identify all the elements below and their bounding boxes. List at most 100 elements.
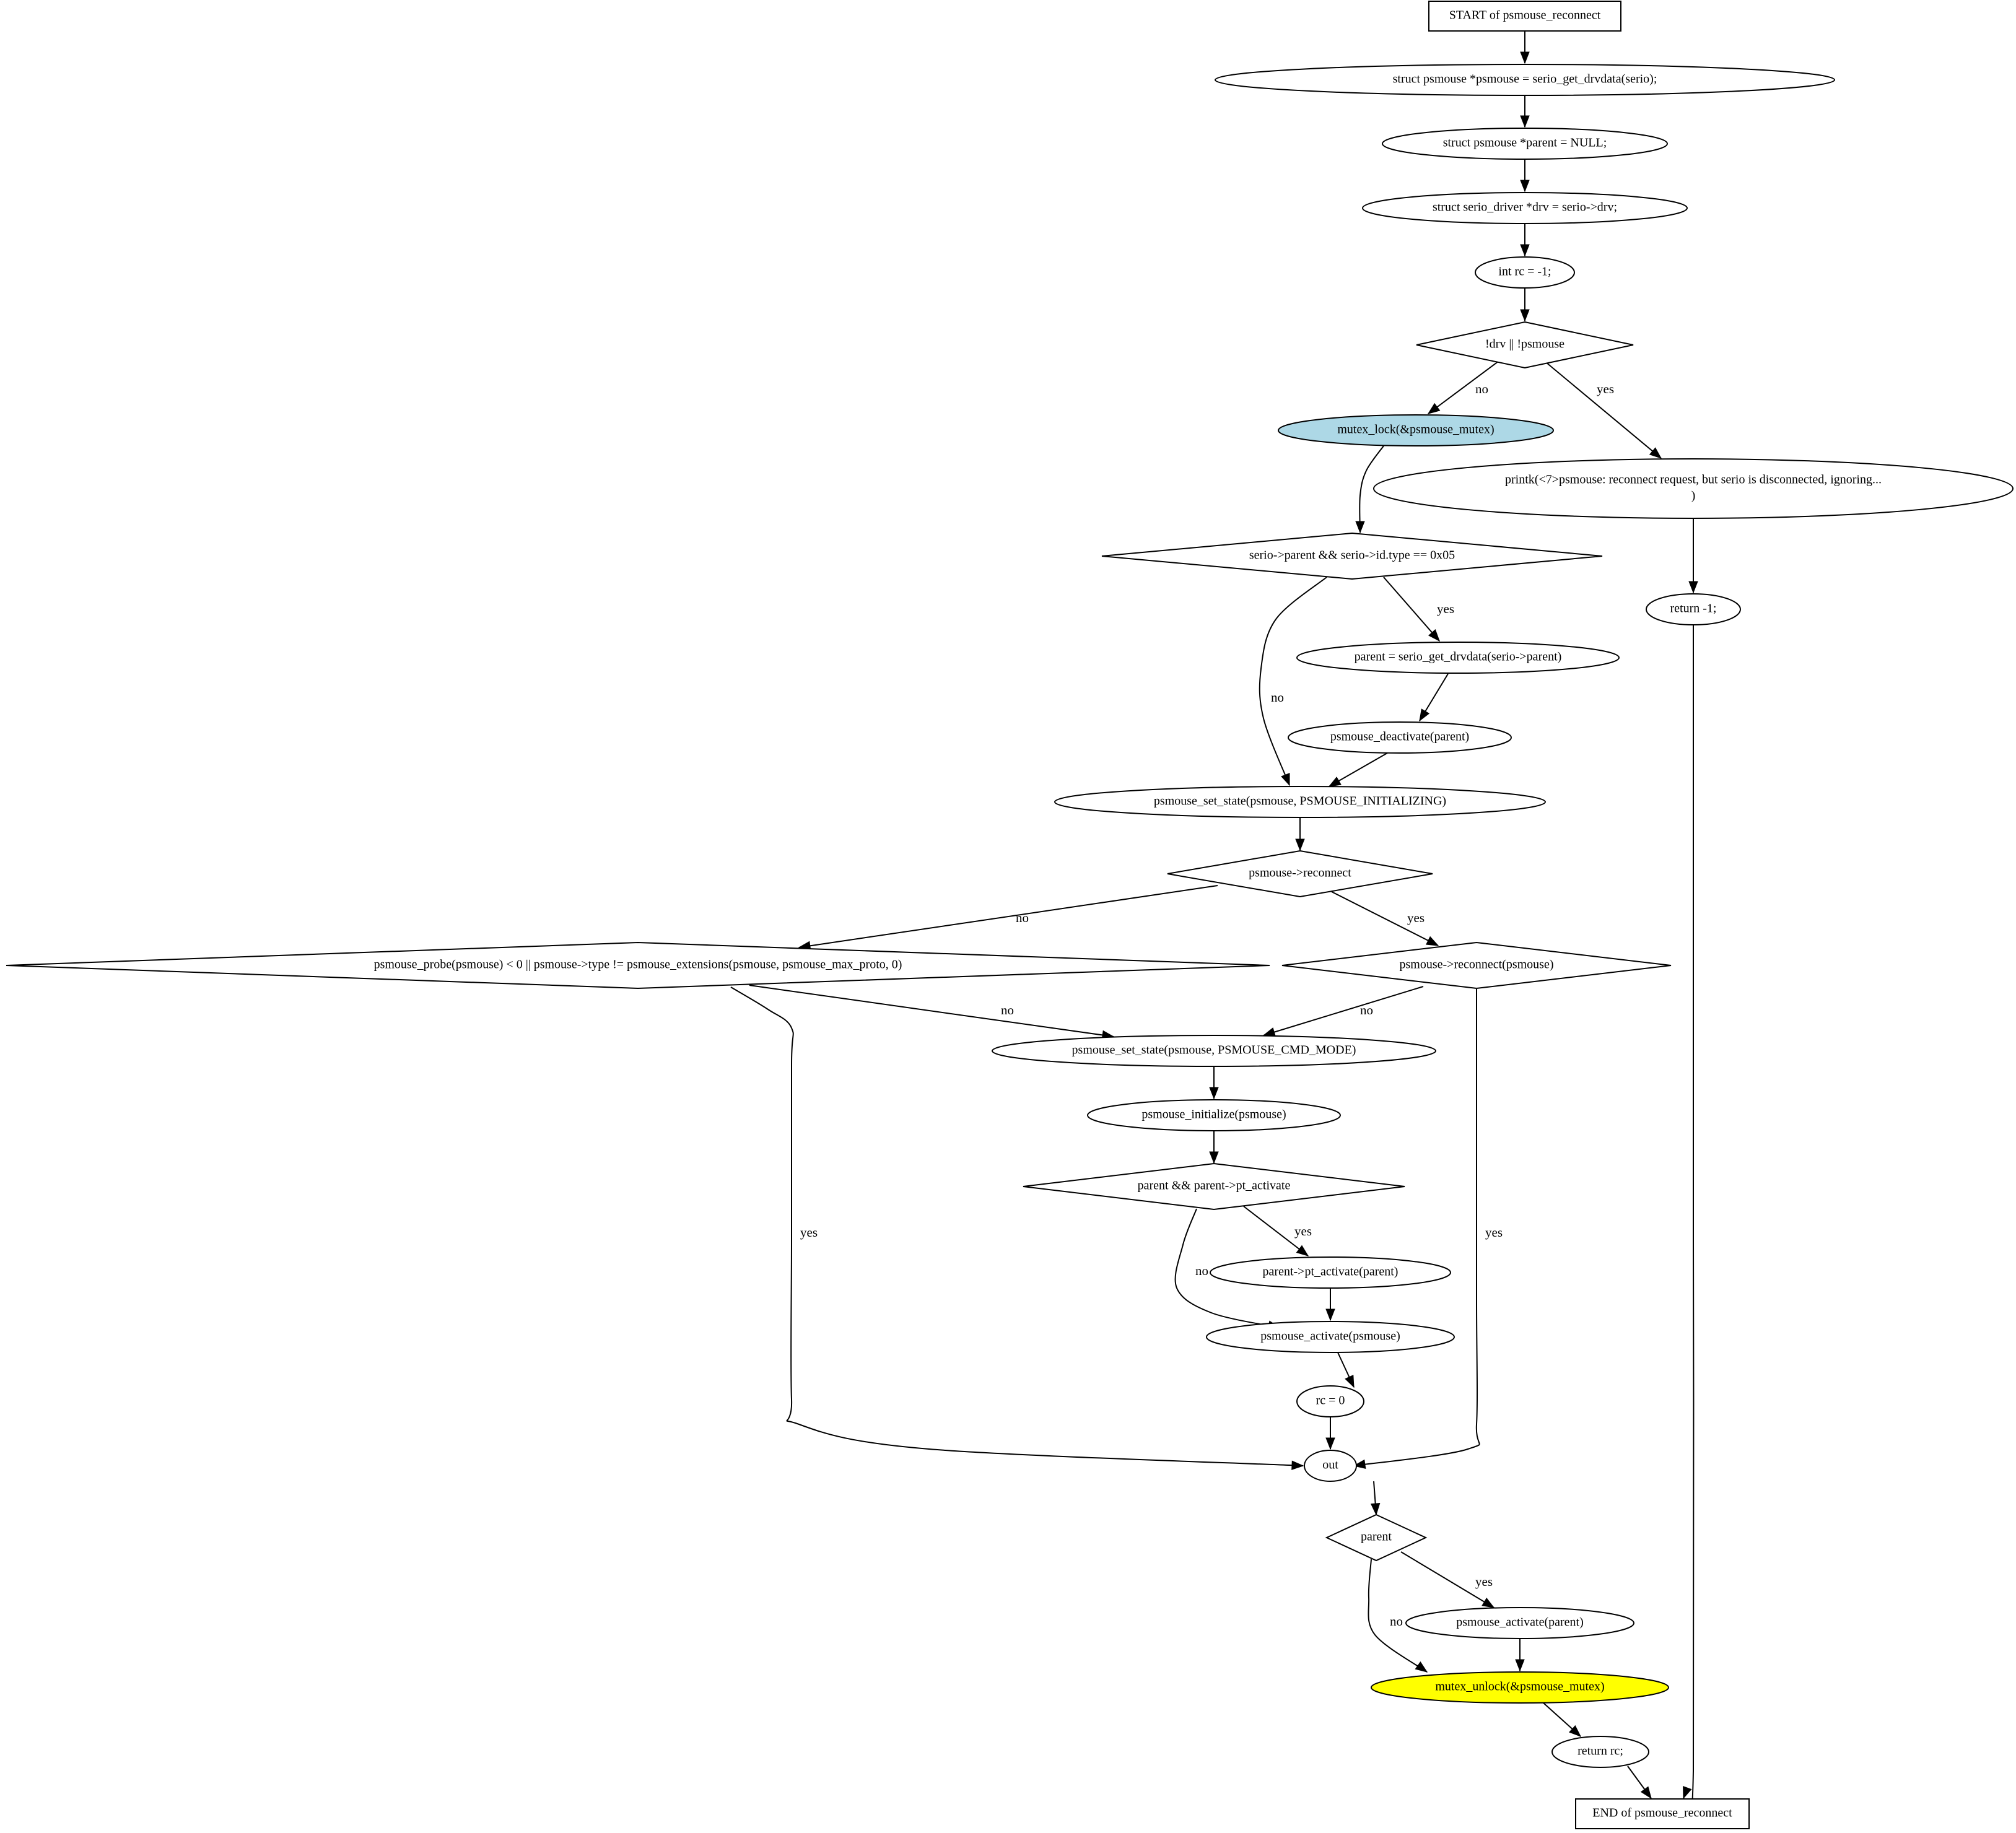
node-n_pt_activate: parent->pt_activate(parent) [1210,1256,1451,1289]
arrowhead [1345,1374,1355,1388]
arrowhead [1426,936,1439,946]
diamond-shape [1281,941,1672,990]
ellipse-shape [1382,128,1668,160]
node-label: psmouse_activate(parent) [1456,1616,1583,1629]
edge-label-no: no [1475,381,1488,396]
edge-line [749,985,1114,1037]
ellipse-shape [1362,192,1688,224]
edge-n_drv-to-n_rc [1520,224,1530,257]
node-label: START of psmouse_reconnect [1449,9,1601,22]
box-shape [1575,1798,1750,1829]
edge-label-yes: yes [1294,1224,1312,1239]
ellipse-shape [1296,642,1620,674]
edge-d_reconnect-to-d_probe: no [798,885,1218,951]
node-n_mutex_unlock: mutex_unlock(&psmouse_mutex) [1371,1671,1669,1704]
edge-label-no: no [1390,1614,1403,1629]
edge-d_parent-to-n_activate_parent: yes [1400,1551,1495,1608]
node-d_reconnect: psmouse->reconnect [1167,850,1433,898]
arrowhead [1481,1597,1495,1608]
node-label: parent [1361,1530,1392,1544]
ellipse-shape [1475,256,1575,289]
edge-line [1331,891,1439,946]
edge-label-yes: yes [1437,601,1454,616]
edge-line [1353,988,1480,1466]
node-start: START of psmouse_reconnect [1428,1,1621,32]
arrowhead [1520,309,1530,322]
arrowhead [1355,521,1365,534]
arrowhead [1325,1437,1335,1450]
node-n_rc0: rc = 0 [1296,1385,1364,1417]
edge-d_drv-to-n_mutex_lock: no [1427,360,1499,414]
node-label: int rc = -1; [1498,265,1551,279]
arrowhead [1295,838,1305,851]
ellipse-shape [1296,1385,1364,1417]
edge-line [1359,445,1384,533]
node-d_probe: psmouse_probe(psmouse) < 0 || psmouse->t… [6,941,1270,990]
node-n_activate_parent: psmouse_activate(parent) [1405,1607,1634,1639]
edge-line [1683,625,1695,1821]
edge-d_reconnect-to-d_reconnect_call: yes [1331,891,1439,946]
ellipse-shape [1210,1256,1451,1289]
node-end: END of psmouse_reconnect [1575,1798,1750,1829]
node-d_reconnect_call: psmouse->reconnect(psmouse) [1281,941,1672,990]
arrowhead [1415,1661,1428,1673]
edge-n_parent_get-to-n_deactivate [1419,673,1449,722]
edge-label-yes: yes [800,1225,818,1240]
arrowhead [1640,1786,1652,1800]
ellipse-shape [1087,1099,1341,1131]
node-label: printk(<7>psmouse: reconnect request, bu… [1505,473,1882,487]
edge-n_activate_psmouse-to-n_rc0 [1337,1352,1355,1388]
edge-n_initialize-to-d_pt_activate [1209,1131,1219,1164]
ellipse-shape [1215,64,1835,96]
node-n_printk: printk(<7>psmouse: reconnect request, bu… [1373,458,2014,519]
edge-line [1243,1206,1309,1256]
edge-line [1259,577,1327,786]
node-d_drv: !drv || !psmouse [1416,321,1634,369]
arrowhead [1209,1151,1219,1164]
arrowhead [1520,180,1530,193]
diamond-shape [1101,532,1603,580]
node-label: psmouse->reconnect(psmouse) [1400,958,1554,972]
arrowhead [1520,244,1530,257]
arrowhead [1419,708,1430,722]
edge-n_parent_null-to-n_drv [1520,159,1530,193]
arrowhead [1515,1659,1525,1672]
node-label: psmouse_deactivate(parent) [1330,730,1469,744]
edge-n_printk-to-n_return_m1 [1688,518,1698,594]
edge-d_reconnect_call-to-n_out: yes [1353,988,1503,1469]
edge-line [730,986,1304,1466]
diamond-shape [6,941,1270,990]
edge-label-yes: yes [1475,1574,1493,1589]
node-label: rc = 0 [1316,1394,1345,1408]
node-label: psmouse_probe(psmouse) < 0 || psmouse->t… [374,958,902,972]
arrowhead [1683,1785,1692,1800]
edge-d_probe-to-n_set_cmd: no [749,985,1115,1040]
node-n_deactivate: psmouse_deactivate(parent) [1288,721,1512,754]
edge-n_out-to-d_parent [1370,1481,1381,1516]
node-n_set_cmd: psmouse_set_state(psmouse, PSMOUSE_CMD_M… [992,1035,1436,1067]
edge-line [1263,986,1424,1036]
node-label: parent->pt_activate(parent) [1263,1265,1399,1279]
node-d_parent: parent [1325,1513,1428,1562]
arrowhead [1520,51,1530,64]
edge-n_deactivate-to-n_set_init [1328,752,1388,787]
arrowhead [1649,447,1662,459]
node-n_out: out [1304,1450,1357,1482]
edge-n_get_drvdata-to-n_parent_null [1520,95,1530,128]
diamond-shape [1167,850,1433,898]
edge-d_serio_parent-to-n_set_init: no [1259,577,1327,786]
node-n_return_m1: return -1; [1646,593,1741,625]
edge-n_activate_parent-to-n_mutex_unlock [1515,1639,1525,1672]
node-label: mutex_lock(&psmouse_mutex) [1337,423,1494,437]
edge-d_serio_parent-to-n_parent_get: yes [1383,577,1454,642]
diamond-shape [1023,1162,1405,1211]
ellipse-shape [1206,1321,1455,1353]
edge-label-yes: yes [1407,910,1425,925]
arrowhead [1291,1460,1304,1470]
edge-label-no: no [1271,690,1284,705]
arrowhead [1427,403,1441,414]
ellipse-shape [1054,786,1546,818]
arrowhead [1209,1087,1219,1100]
